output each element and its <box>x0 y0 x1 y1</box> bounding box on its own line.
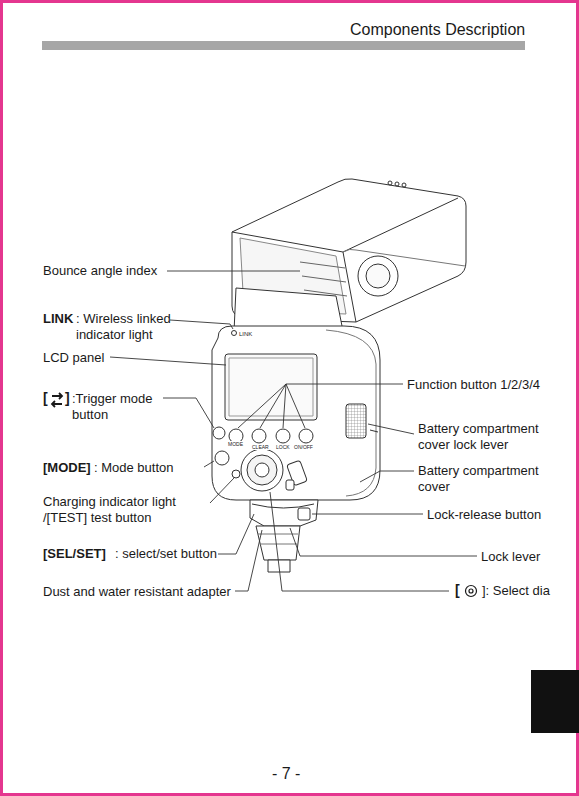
trigger-icon <box>52 393 62 407</box>
callout-key: [SEL/SET] <box>43 546 106 562</box>
callout-text: Battery compartment cover lock lever <box>418 421 550 453</box>
flash-body <box>212 326 380 500</box>
select-dial <box>241 449 283 491</box>
lock-ring <box>252 504 314 508</box>
title-bar <box>42 41 525 50</box>
callout-key: [MODE] <box>43 460 91 476</box>
function-button <box>276 429 290 443</box>
bracket: [ <box>43 390 48 407</box>
callout-text: Charging indicator light /[TEST] test bu… <box>43 494 205 526</box>
dial-icon <box>466 586 477 597</box>
set-button <box>255 463 269 477</box>
callout-text: : Mode button <box>94 460 174 476</box>
battery-lock-lever <box>346 404 366 438</box>
panel-marking: MODE <box>228 441 243 447</box>
callout-text: Function button 1/2/3/4 <box>407 377 540 393</box>
test-button <box>232 470 240 478</box>
bounce-marks <box>300 262 347 296</box>
page-number: - 7 - <box>272 764 300 784</box>
panel-marking: LINK <box>239 331 252 338</box>
callout-text: Lock-release button <box>427 507 541 523</box>
callout-text: : Wireless linked indicator light <box>76 311 188 343</box>
function-button <box>252 429 266 443</box>
callout-text: : select/set button <box>115 546 217 562</box>
cover-edge <box>370 430 378 432</box>
callout-text: Bounce angle index <box>43 263 157 279</box>
body-edge <box>326 330 376 496</box>
function-button <box>299 429 313 443</box>
body-button <box>286 480 294 490</box>
head-dial <box>358 256 398 296</box>
panel-marking: LOCK <box>276 444 290 450</box>
head-dot <box>402 183 406 187</box>
lock-lever <box>250 500 318 526</box>
adapter-ridge <box>258 534 298 544</box>
panel-marking: ON/OFF <box>294 444 313 450</box>
head-dial <box>366 264 390 288</box>
panel-marking: CLEAR <box>252 444 269 450</box>
lcd-inner <box>229 358 313 416</box>
callout-text: LCD panel <box>43 350 104 366</box>
callout-text: Battery compartment cover <box>418 463 550 495</box>
page-tab <box>531 670 579 733</box>
page-title: Components Description <box>350 20 525 40</box>
bracket: [ <box>455 582 460 599</box>
callout-text: ]: Select dia <box>482 583 550 599</box>
callout-text: Lock lever <box>481 549 540 565</box>
mode-button <box>215 451 229 465</box>
head-edge <box>343 249 465 266</box>
callout-text: Dust and water resistant adapter <box>43 584 231 600</box>
link-light <box>232 331 237 336</box>
callout-text: :Trigger mode button <box>72 391 164 423</box>
head-dot <box>388 181 392 185</box>
select-dial <box>247 455 277 485</box>
trigger-button <box>213 427 225 439</box>
head-dot <box>395 182 399 186</box>
bracket: ] <box>65 390 70 407</box>
lock-release-button <box>298 508 310 520</box>
head-edge <box>343 198 458 252</box>
callout-key: LINK <box>43 311 73 327</box>
